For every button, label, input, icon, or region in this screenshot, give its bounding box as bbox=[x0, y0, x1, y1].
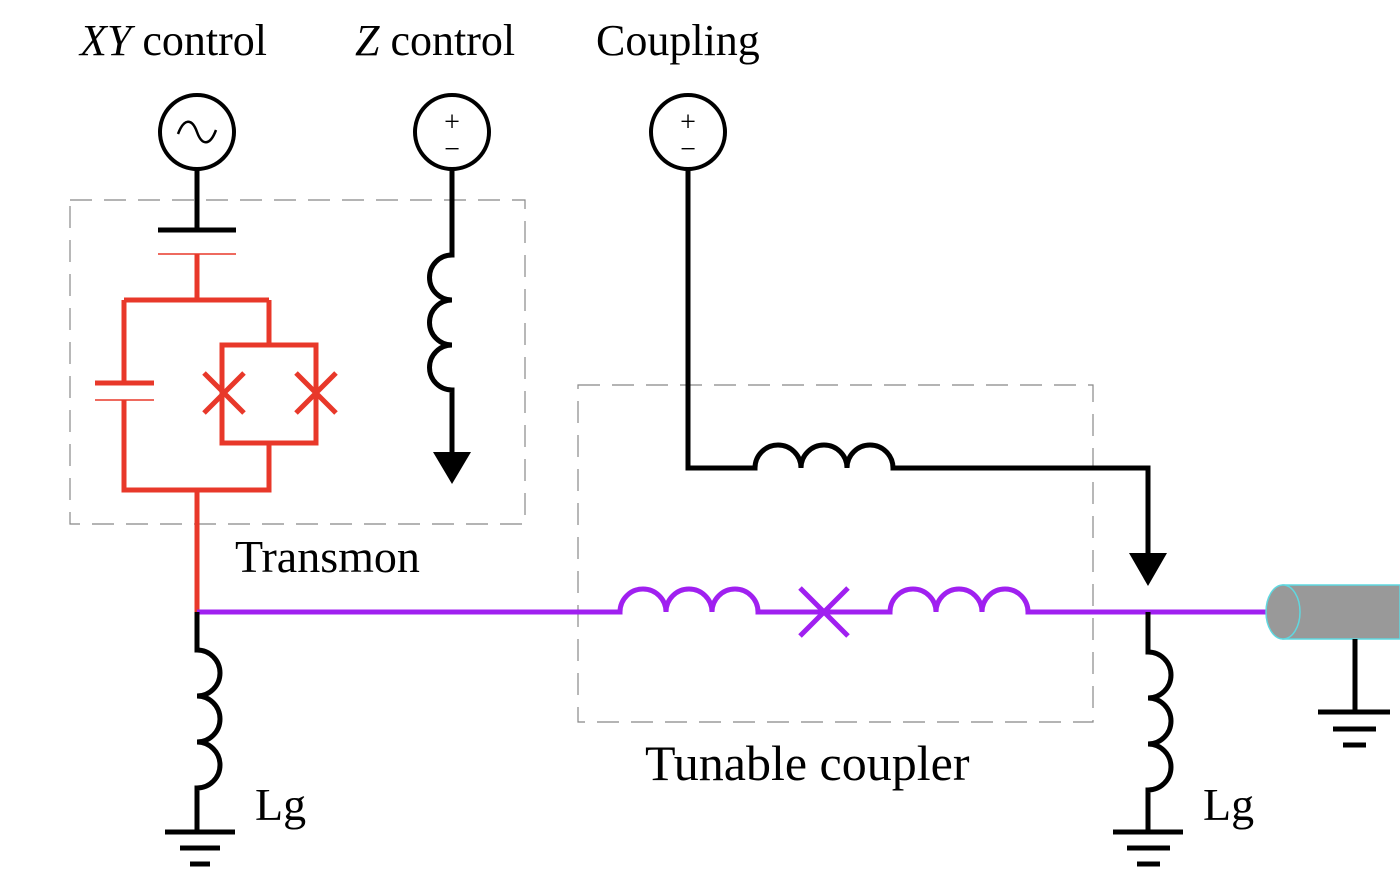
ground-icon bbox=[1318, 639, 1390, 748]
dc-source-icon: + − bbox=[413, 93, 491, 171]
z-control-inductor bbox=[427, 169, 455, 455]
coax-cable-icon bbox=[1265, 584, 1400, 640]
svg-text:−: − bbox=[680, 134, 696, 165]
lg-left-label: Lg bbox=[255, 779, 306, 830]
coupler-box bbox=[577, 384, 1094, 723]
josephson-junction-icon bbox=[798, 586, 850, 638]
xy-control-label: XY control bbox=[78, 16, 267, 65]
arrow-down-icon bbox=[1129, 553, 1167, 586]
inductor-lg-right bbox=[1145, 612, 1174, 832]
ground-icon bbox=[165, 829, 235, 867]
dc-source-icon: + − bbox=[649, 93, 727, 171]
svg-text:+: + bbox=[444, 107, 460, 138]
tunable-coupler-label: Tunable coupler bbox=[645, 735, 970, 791]
inductor-lg-left bbox=[194, 612, 223, 832]
svg-text:−: − bbox=[444, 134, 460, 165]
coupling-flux-line bbox=[685, 169, 1151, 556]
xy-coupling-capacitor-top bbox=[158, 169, 236, 233]
lg-right-label: Lg bbox=[1203, 779, 1254, 830]
ground-icon bbox=[1113, 829, 1183, 867]
transmon-label: Transmon bbox=[235, 531, 420, 582]
arrow-down-icon bbox=[433, 452, 471, 484]
josephson-junction-icon bbox=[202, 371, 338, 415]
transmon-circuit bbox=[95, 253, 338, 612]
coupling-label: Coupling bbox=[596, 16, 760, 65]
transmon-box bbox=[69, 199, 526, 525]
z-control-label: Z control bbox=[355, 16, 515, 65]
coupler-circuit bbox=[197, 586, 1268, 638]
ac-source-icon bbox=[158, 93, 236, 171]
svg-text:+: + bbox=[680, 107, 696, 138]
